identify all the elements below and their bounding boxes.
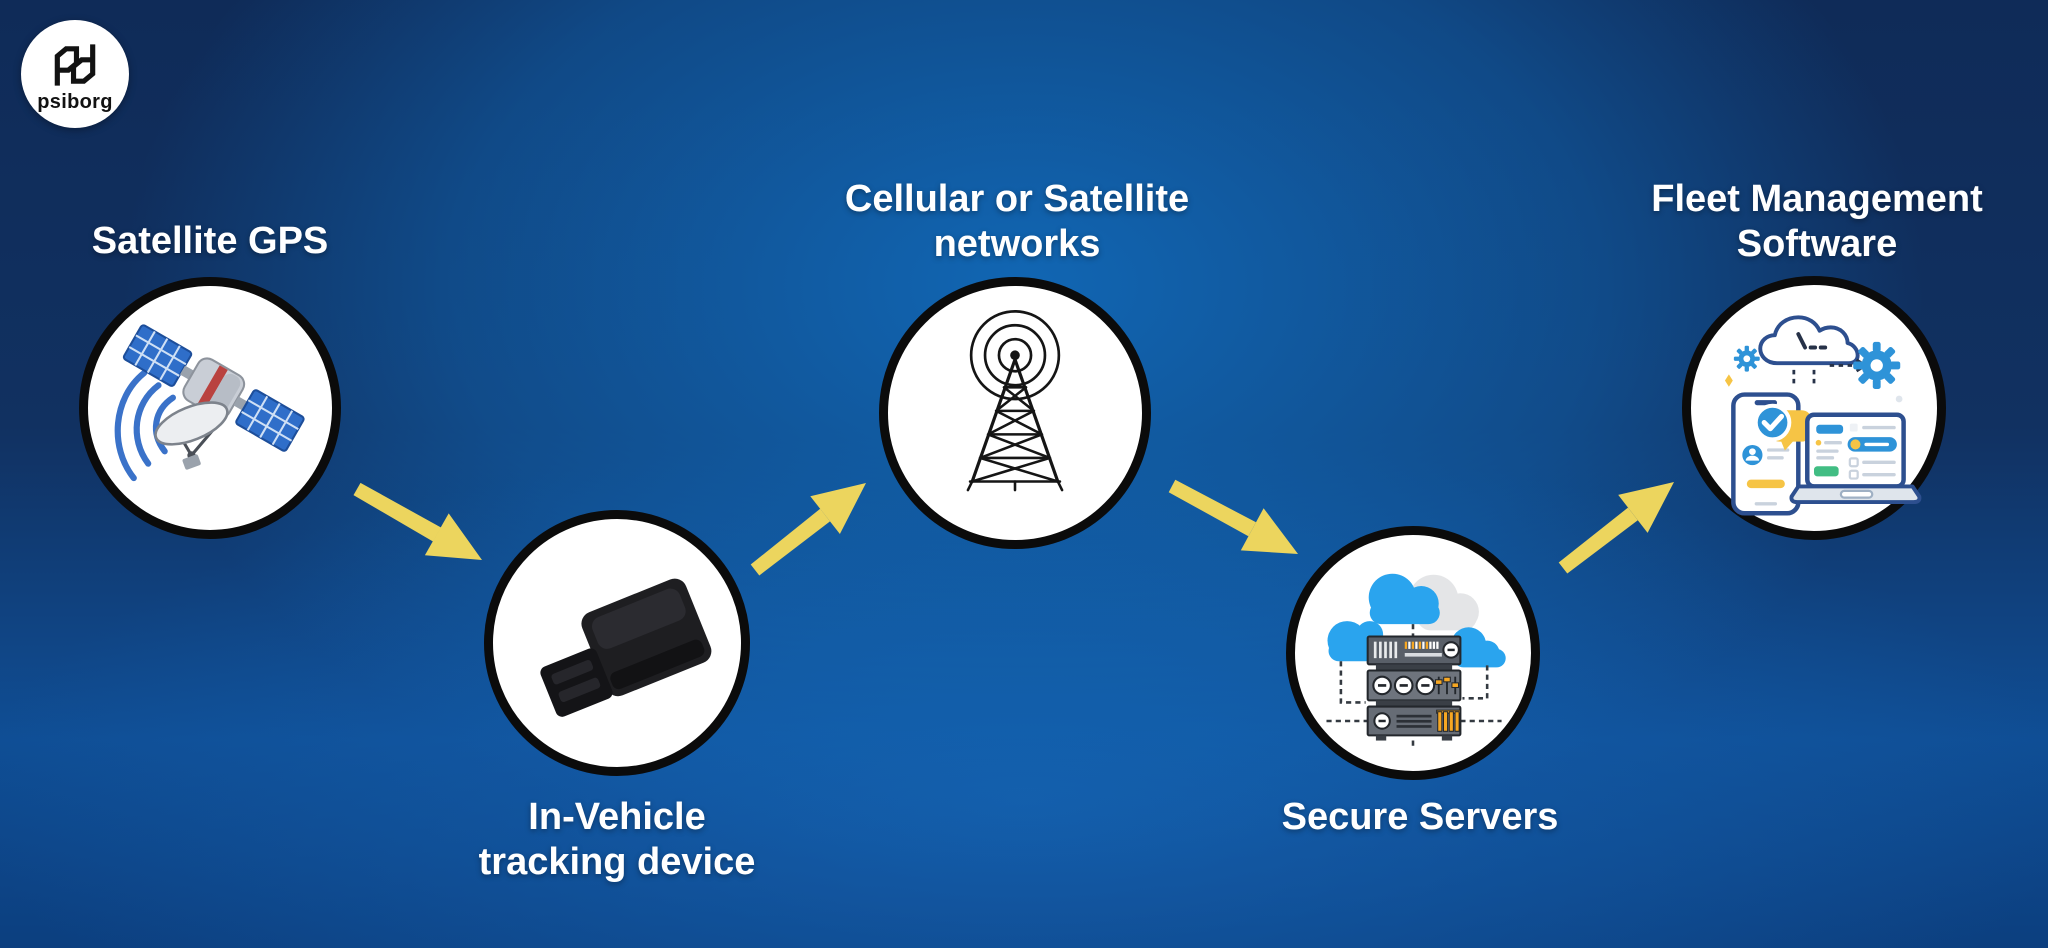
server-rack <box>1366 635 1462 741</box>
label-line: Software <box>1736 223 1898 265</box>
cloud-servers-icon <box>1326 573 1506 746</box>
gear-icon <box>1853 341 1901 389</box>
label-line: Fleet Management <box>1651 178 1983 220</box>
node-label-satellite-gps: Satellite GPS <box>10 219 410 264</box>
node-circle-fleet-management-software <box>1682 276 1946 540</box>
arrow-servers-to-software <box>1558 482 1674 574</box>
logo-brand-text: psiborg <box>37 90 113 113</box>
node-circle-cellular-satellite-networks <box>879 277 1151 549</box>
label-line: networks <box>933 223 1101 265</box>
arrow-network-to-servers <box>1168 479 1298 554</box>
psiborg-monogram-icon <box>54 43 96 86</box>
arrow-satellite-to-device <box>353 482 482 560</box>
arrow-device-to-network <box>750 483 866 576</box>
node-label-secure-servers: Secure Servers <box>1220 795 1620 840</box>
label-line: Satellite GPS <box>91 220 329 262</box>
label-line: Cellular or Satellite <box>844 178 1190 220</box>
cloud-outline <box>1758 315 1860 366</box>
satellite-dish <box>154 401 229 470</box>
node-label-fleet-management-software: Fleet Management Software <box>1617 177 2017 267</box>
small-gear-icon <box>1733 345 1760 372</box>
check-badge <box>1753 403 1812 451</box>
software-devices-icon <box>1724 315 1922 516</box>
label-line: tracking device <box>478 841 756 883</box>
label-line: In-Vehicle <box>528 796 706 838</box>
node-circle-satellite-gps <box>79 277 341 539</box>
laptop <box>1789 412 1922 505</box>
psiborg-logo: psiborg <box>21 20 129 128</box>
label-line: Secure Servers <box>1281 796 1559 838</box>
radio-tower-icon <box>966 310 1064 492</box>
node-label-cellular-satellite-networks: Cellular or Satellite networks <box>817 177 1217 267</box>
node-circle-secure-servers <box>1286 526 1540 780</box>
node-label-in-vehicle-tracking-device: In-Vehicle tracking device <box>417 795 817 885</box>
obd-tracker-icon <box>540 578 712 717</box>
node-circle-in-vehicle-tracking-device <box>484 510 750 776</box>
satellite-icon <box>114 324 305 482</box>
